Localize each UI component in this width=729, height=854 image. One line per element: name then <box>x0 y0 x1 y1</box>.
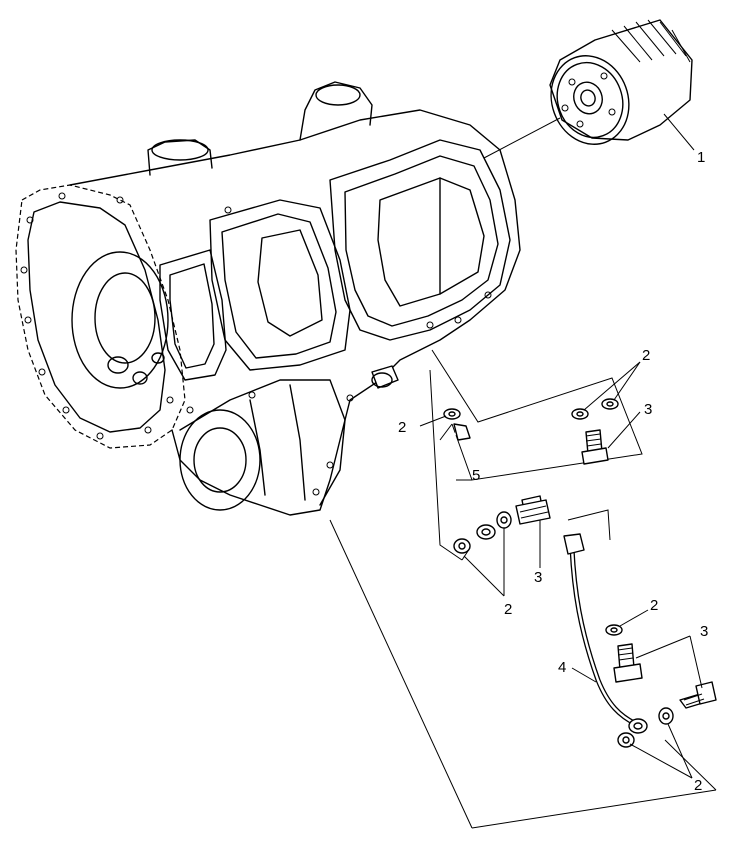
washer <box>658 707 674 725</box>
washer <box>605 624 623 636</box>
callout-2-washer-d: 2 <box>650 597 658 614</box>
callout-2-washer-c: 2 <box>504 601 512 618</box>
washer <box>617 732 635 748</box>
callout-4-line-long: 4 <box>558 659 566 676</box>
callout-3-bolt-c: 3 <box>700 623 708 640</box>
banjo-bolt <box>515 495 551 525</box>
washer <box>496 511 512 529</box>
oil-line-long <box>563 533 648 734</box>
banjo-bolts <box>515 429 717 709</box>
banjo-bolt <box>581 429 609 465</box>
washer <box>443 408 461 420</box>
oil-line-short <box>440 423 496 540</box>
callout-3-bolt-a: 3 <box>644 401 652 418</box>
washer <box>601 398 619 410</box>
callout-numbers: 1 2 2 3 5 3 2 2 3 4 2 <box>398 149 708 794</box>
washers <box>443 398 674 748</box>
engine-crankcase <box>15 81 521 516</box>
callout-1-filter: 1 <box>697 149 705 166</box>
callout-leaders <box>419 113 703 779</box>
callout-2-washer-e: 2 <box>694 777 702 794</box>
callout-2-washer-b: 2 <box>642 347 650 364</box>
callout-3-bolt-b: 3 <box>534 569 542 586</box>
washer <box>571 408 589 420</box>
assembly-leader-lines <box>329 349 717 829</box>
washer <box>453 538 471 554</box>
callout-5-line-short: 5 <box>472 467 480 484</box>
banjo-bolt <box>679 681 717 709</box>
callout-2-washer-a: 2 <box>398 419 406 436</box>
banjo-bolt <box>613 643 643 683</box>
oil-filter <box>483 19 693 159</box>
